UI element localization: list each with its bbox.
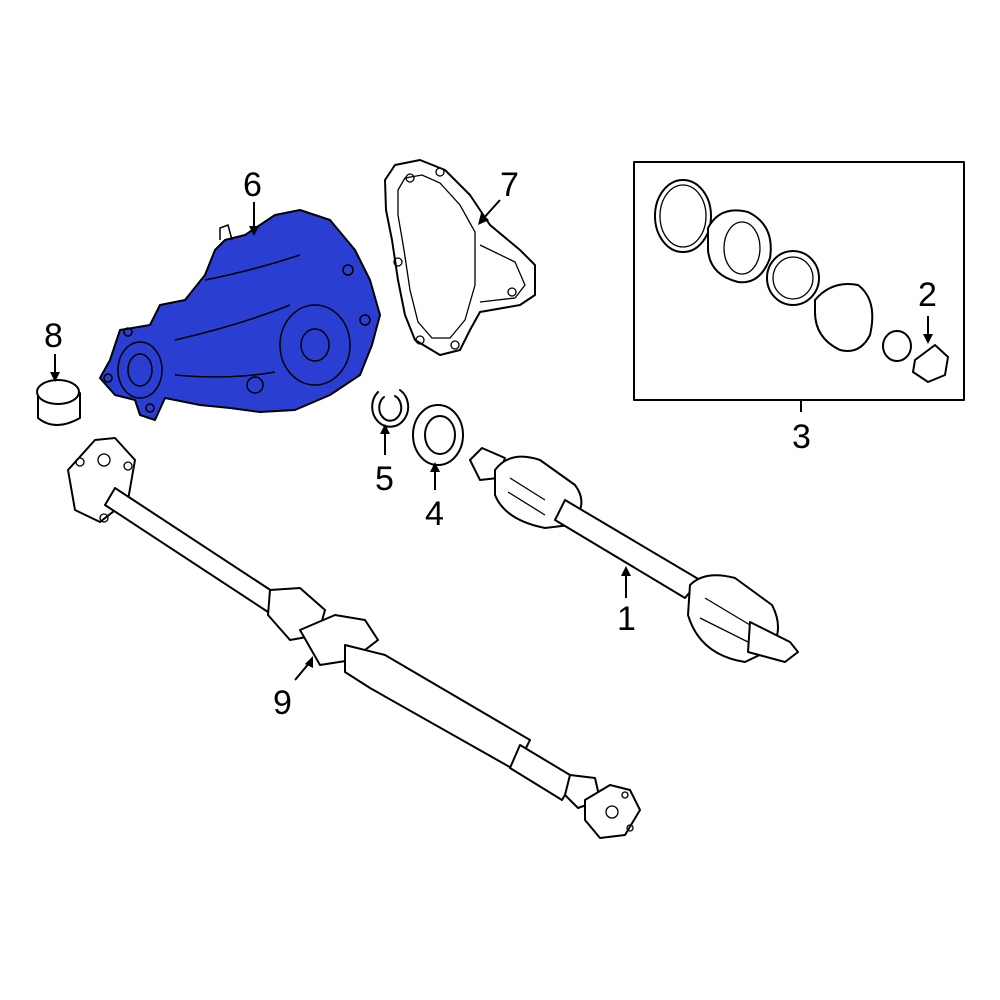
callout-1[interactable]: 1 [617, 600, 636, 638]
axle-shaft-part[interactable] [469, 447, 799, 663]
callout-8[interactable]: 8 [44, 317, 63, 355]
callout-4[interactable]: 4 [425, 495, 444, 533]
callout-2[interactable]: 2 [918, 276, 937, 314]
callout-labels: 6 7 8 5 4 1 2 3 9 [44, 166, 937, 722]
callout-6[interactable]: 6 [243, 166, 262, 204]
differential-part[interactable] [99, 209, 381, 421]
callout-3[interactable]: 3 [792, 418, 811, 456]
snap-ring-part[interactable] [371, 389, 410, 428]
cover-gasket-part[interactable] [384, 159, 536, 356]
drive-shaft-part[interactable] [67, 437, 641, 839]
callout-9[interactable]: 9 [273, 684, 292, 722]
bushing-part[interactable] [36, 379, 81, 426]
callout-7[interactable]: 7 [500, 166, 519, 204]
leader-lines [50, 199, 933, 681]
seal-part[interactable] [412, 404, 464, 466]
callout-5[interactable]: 5 [375, 460, 394, 498]
boot-kit-box[interactable] [633, 161, 965, 401]
